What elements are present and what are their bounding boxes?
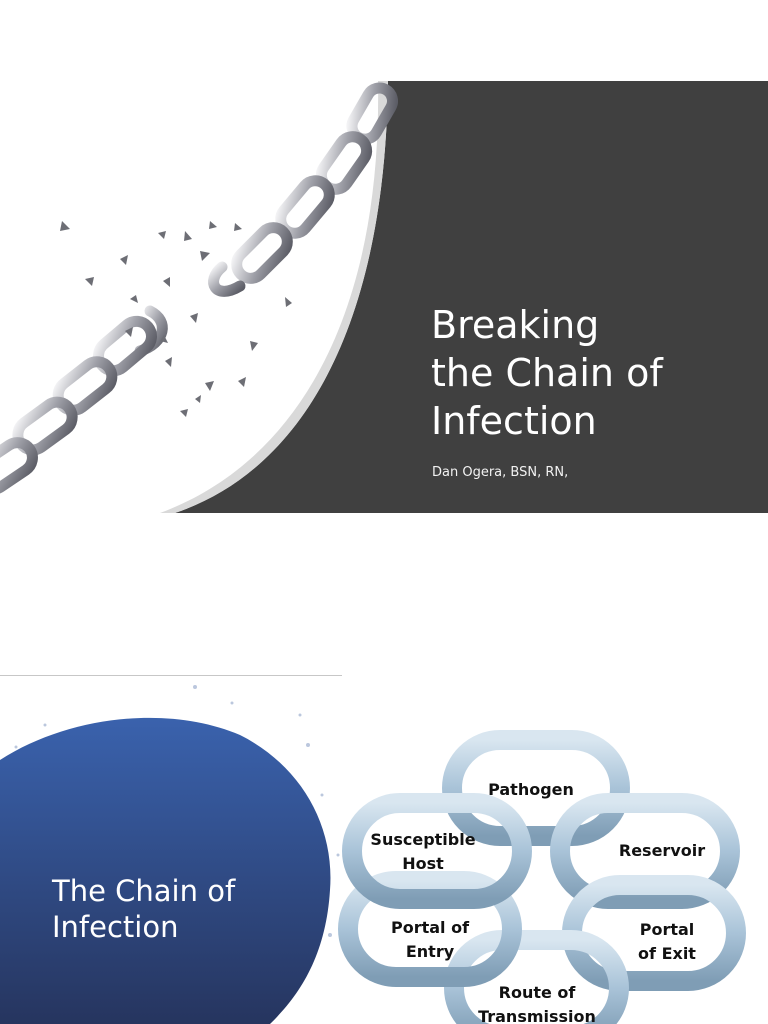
link-reservoir xyxy=(550,793,740,909)
label-reservoir: Reservoir xyxy=(618,841,706,860)
author-name: Dan Ogera, BSN, RN, xyxy=(432,465,569,480)
label-route: Route of Transmission xyxy=(478,983,596,1024)
title-line-1: Breaking xyxy=(431,303,600,347)
chain-links-icon xyxy=(338,730,746,1024)
chain-slide: The Chain of Infection Pathogen Reservoi… xyxy=(0,675,768,1024)
slide2-title-line-2: Infection xyxy=(52,910,179,944)
label-portal-entry: Portal of Entry xyxy=(390,918,470,961)
slide2-background xyxy=(0,675,746,1024)
slide-title: Breaking the Chain of Infection xyxy=(431,301,751,445)
label-host: Susceptible Host xyxy=(370,830,476,873)
dark-panel xyxy=(175,81,768,513)
link-portal-entry xyxy=(338,871,522,987)
chain-fragments xyxy=(60,221,292,417)
link-host xyxy=(342,793,532,909)
broken-chain-icon xyxy=(0,82,398,495)
slide2-title-line-1: The Chain of xyxy=(52,874,236,908)
title-line-3: Infection xyxy=(431,399,597,443)
label-pathogen: Pathogen xyxy=(488,780,574,799)
slide2-title: The Chain of Infection xyxy=(52,873,235,945)
link-pathogen xyxy=(442,730,630,846)
label-portal-exit: Portal of Exit xyxy=(638,920,696,963)
slide-background xyxy=(0,81,768,513)
blue-circle xyxy=(0,717,331,1024)
grunge-splatter xyxy=(14,685,340,937)
title-line-2: the Chain of xyxy=(431,351,663,395)
link-route xyxy=(444,930,629,1024)
title-slide: Breaking the Chain of Infection Dan Oger… xyxy=(0,81,768,513)
